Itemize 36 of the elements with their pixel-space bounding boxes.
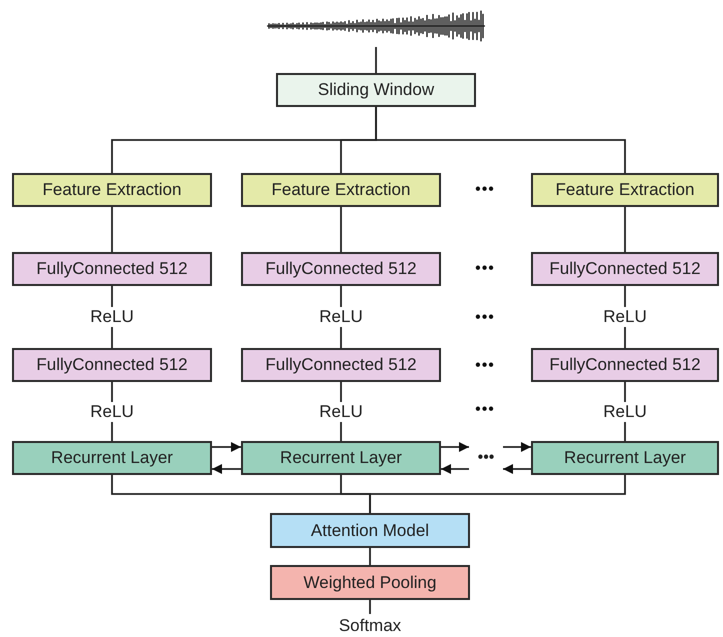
layer-box: FullyConnected 512 — [12, 348, 212, 382]
connector-line — [369, 600, 371, 614]
layer-box: Sliding Window — [276, 73, 476, 107]
connector-line — [375, 47, 377, 73]
ellipsis: ••• — [469, 441, 503, 475]
ellipsis: ••• — [475, 401, 495, 419]
arrow — [441, 464, 469, 474]
layer-box: Weighted Pooling — [270, 565, 470, 600]
arrow — [441, 442, 469, 452]
layer-box: Recurrent Layer — [241, 441, 441, 475]
layer-box: FullyConnected 512 — [241, 252, 441, 286]
connector-line — [340, 207, 342, 252]
arrow — [212, 464, 241, 474]
arrow — [503, 464, 531, 474]
layer-box: Feature Extraction — [531, 173, 719, 207]
arrow — [212, 442, 241, 452]
layer-box: Attention Model — [270, 513, 470, 548]
connector-line — [111, 207, 113, 252]
layer-box: FullyConnected 512 — [531, 252, 719, 286]
ellipsis: ••• — [475, 309, 495, 327]
ellipsis: ••• — [475, 260, 495, 278]
layer-box: FullyConnected 512 — [241, 348, 441, 382]
arrow — [503, 442, 531, 452]
layer-box: Feature Extraction — [12, 173, 212, 207]
connector-line — [624, 207, 626, 252]
layer-box: FullyConnected 512 — [531, 348, 719, 382]
layer-box: Feature Extraction — [241, 173, 441, 207]
ellipsis: ••• — [475, 181, 495, 199]
layer-box: Recurrent Layer — [12, 441, 212, 475]
layer-box: Recurrent Layer — [531, 441, 719, 475]
connector-line — [369, 475, 626, 513]
layer-box: FullyConnected 512 — [12, 252, 212, 286]
connector-line — [369, 548, 371, 565]
ellipsis: ••• — [475, 357, 495, 375]
connector-line — [375, 107, 626, 173]
output-label: Softmax — [320, 614, 420, 637]
